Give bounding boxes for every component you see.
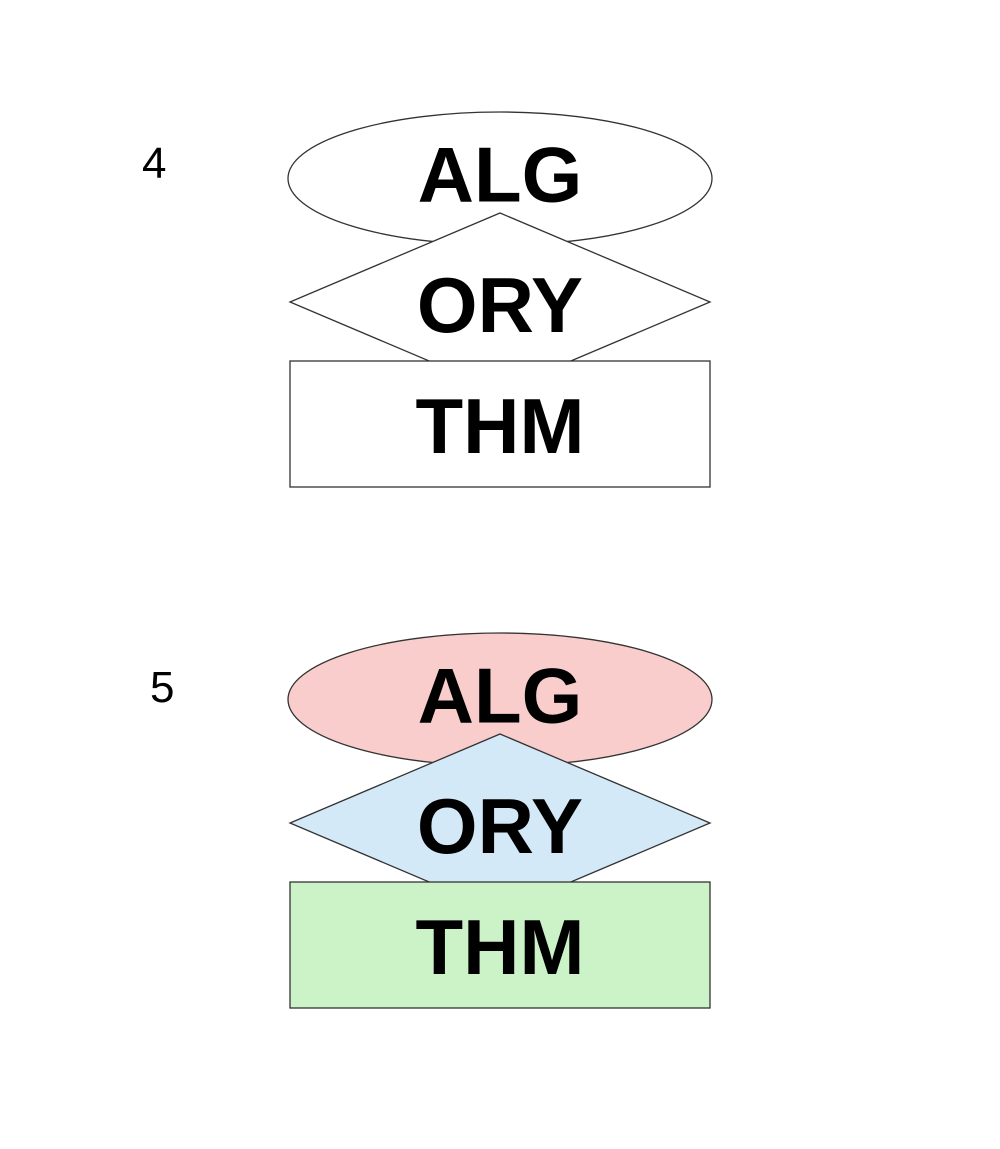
figure-4-diamond-text: ORY [417,261,583,349]
figure-4-rectangle-shape [289,360,711,488]
figure-5-number: 5 [150,663,174,712]
figure-4-number: 4 [142,139,166,188]
figure-4-ellipse-text: ALG [418,131,583,219]
figure-4-rectangle-text: THM [416,382,585,470]
figure-5-rectangle-text: THM [416,903,585,991]
figure-4: 4 ALG ORY THM [142,111,713,488]
figure-5-ellipse-text: ALG [418,652,583,740]
figure-5-rectangle-shape [289,881,711,1009]
figure-5-diamond-text: ORY [417,782,583,870]
figure-5: 5 ALG ORY THM [150,632,713,1009]
